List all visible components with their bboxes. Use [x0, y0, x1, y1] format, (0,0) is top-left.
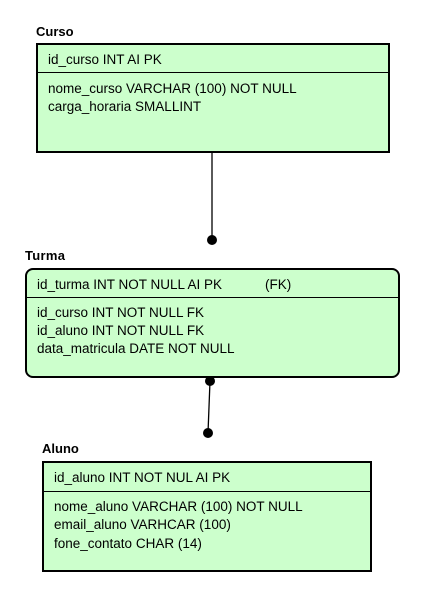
aluno-pk-attribute: id_aluno INT NOT NUL AI PK — [54, 470, 231, 485]
curso-entity-title: Curso — [36, 24, 74, 39]
turma-attribute: id_aluno INT NOT NULL FK — [37, 323, 205, 338]
turma-aluno-end-dot — [203, 428, 213, 438]
turma-pk-attribute: id_turma INT NOT NULL AI PK — [37, 277, 223, 292]
curso-attribute: nome_curso VARCHAR (100) NOT NULL — [48, 81, 297, 96]
turma-aluno-connector — [207, 380, 211, 434]
turma-attribute: data_matricula DATE NOT NULL — [37, 341, 235, 356]
turma-pk-section — [27, 270, 398, 298]
aluno-pk-section — [44, 463, 370, 492]
aluno-attribute: nome_aluno VARCHAR (100) NOT NULL — [54, 499, 303, 514]
aluno-entity-title: Aluno — [42, 441, 79, 456]
turma-aluno-start-dot — [205, 376, 215, 386]
curso-attribute: carga_horaria SMALLINT — [48, 99, 202, 114]
curso-entity[interactable]: id_curso INT AI PK nome_curso VARCHAR (1… — [36, 43, 390, 153]
curso-turma-end-dot — [207, 235, 217, 245]
turma-attribute: id_curso INT NOT NULL FK — [37, 305, 205, 320]
aluno-attribute: email_aluno VARHCAR (100) — [54, 517, 231, 532]
aluno-entity[interactable]: id_aluno INT NOT NUL AI PK nome_aluno VA… — [42, 461, 372, 572]
aluno-attribute: fone_contato CHAR (14) — [54, 536, 202, 551]
curso-pk-section — [38, 45, 388, 73]
turma-entity[interactable]: id_turma INT NOT NULL AI PK (FK) id_curs… — [25, 268, 400, 378]
turma-entity-title: Turma — [25, 248, 66, 263]
curso-pk-attribute: id_curso INT AI PK — [48, 52, 162, 67]
turma-pk-note: (FK) — [265, 277, 292, 292]
